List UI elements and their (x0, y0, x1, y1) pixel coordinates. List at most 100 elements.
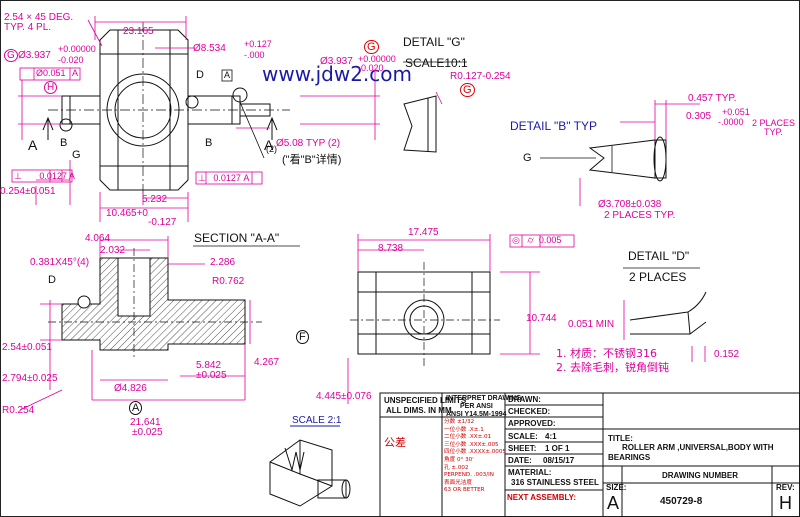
detail-b-places: 2 PLACES (752, 118, 796, 128)
right-dia-tol-minus: -0.020 (358, 63, 384, 73)
tb-size-value: A (607, 493, 620, 513)
tb-sheet-value: 1 OF 1 (545, 444, 570, 453)
tb-sheet-label: SHEET: (508, 444, 537, 453)
see-detail-b-note: ("看"B"详情) (282, 154, 342, 166)
fcf-top-right: ⊥ 0.0127 A (198, 173, 250, 183)
tb-size-label: SIZE: (606, 483, 627, 492)
tb-title-label: TITLE: (608, 434, 633, 443)
bore-dia-dim: Ø8.534 (193, 43, 226, 54)
tb-interpret-3: ANSI Y14.5M-1994 (446, 411, 507, 418)
sec-dim-4826: Ø4.826 (114, 383, 147, 394)
section-a-label-right: A (264, 137, 274, 153)
sec-dim-4267: 4.267 (254, 357, 280, 368)
watermark: www.jdw2.com (262, 62, 412, 86)
sec-label-a: A (129, 401, 143, 415)
section-a-label-left: A (28, 137, 38, 153)
detail-g-marker: G (460, 83, 475, 97)
label-b-right: B (205, 137, 213, 149)
tb-next-assembly: NEXT ASSEMBLY: (507, 493, 577, 502)
sec-dim-21641: 21.641 (130, 417, 161, 428)
sec-dim-2286: 2.286 (210, 257, 236, 268)
detail-g-geom (403, 61, 467, 153)
left-dia-tol-minus: -0.020 (58, 55, 84, 65)
bore-tol-minus: -.000 (244, 50, 265, 60)
section-a-a-geom (48, 245, 300, 360)
tb-tol-label: 公差 (384, 436, 406, 449)
detail-d-title: DETAIL "D" (628, 249, 690, 263)
note-2: (2) (266, 144, 277, 154)
dim-0254: 0.254±0.051 (0, 186, 56, 197)
right-dia-dim: Ø3.937 (320, 56, 353, 67)
label-d-top: D (196, 69, 204, 81)
right-dia-tol-plus: +0.00000 (358, 54, 396, 64)
detail-g-scale: SCALE10:1 (405, 56, 468, 70)
detail-b-geom (540, 136, 667, 182)
note-deburr: 2. 去除毛刺，锐角倒钝 (556, 361, 669, 374)
detail-b-fcf: ◎ ⌭ 0.005 (512, 235, 562, 245)
detail-b-dia: Ø3.708±0.038 (598, 199, 662, 210)
datum-a-box: A (224, 70, 231, 80)
detail-d-dim2: 0.152 (714, 349, 740, 360)
section-title: SECTION "A-A" (194, 231, 280, 245)
sec-dim-2032: 2.032 (100, 245, 126, 256)
detail-b-dim2-tol-plus: +0.051 (722, 107, 750, 117)
bore-tol-plus: +0.127 (244, 39, 272, 49)
tb-rev-value: H (779, 493, 792, 513)
tb-date-value: 08/15/17 (543, 456, 575, 465)
side-dim-height: 10.744 (526, 313, 557, 324)
tb-title-line1: ROLLER ARM ,UNIVERSAL,BODY WITH (622, 443, 774, 452)
chamfer-note-2: TYP. 4 PL. (4, 22, 52, 33)
sec-r0254: R0.254 (2, 405, 35, 416)
side-dim-4445: 4.445±0.076 (316, 391, 372, 402)
tb-approved: APPROVED: (508, 419, 556, 428)
dim-10465: 10.465+0 (106, 208, 148, 219)
tb-interpret-1: INTERPRET DRAWING (446, 395, 522, 402)
detail-g-title: DETAIL "G" (403, 35, 465, 49)
detail-d-dim1: 0.051 MIN (568, 319, 615, 330)
label-h: H (44, 81, 58, 94)
pin-dia-dim: Ø5.08 TYP (2) (276, 138, 341, 149)
detail-b-dim1: 0.457 TYP. (688, 93, 737, 104)
sec-dim-5842-tol: ±0.025 (196, 370, 227, 381)
detail-b-typ: TYP. (764, 127, 783, 137)
detail-b-title: DETAIL "B" TYP (510, 119, 597, 133)
label-g-top: G (72, 149, 81, 161)
label-g-right: G (364, 40, 379, 54)
detail-b-g: G (523, 152, 532, 164)
body-outline (99, 29, 189, 191)
sec-dim-2794: 2.794±0.025 (2, 373, 58, 384)
left-dia-tol-plus: +0.00000 (58, 44, 96, 54)
overall-width-dim: 23.165 (123, 26, 154, 37)
label-b-left: B (60, 137, 68, 149)
tb-title-line2: BEARINGS (608, 453, 651, 462)
sec-r0762: R0.762 (212, 276, 245, 287)
detail-b-dim2-tol-minus: -.0000 (718, 117, 744, 127)
sec-dim-5842: 5.842 (196, 360, 222, 371)
sec-label-f: F (296, 330, 309, 344)
side-dim-half: 8.738 (378, 243, 404, 254)
detail-b-dim2: 0.305 (686, 111, 712, 122)
dim-5232: 5.232 (142, 194, 168, 205)
sec-dim-254: 2.54±0.051 (2, 342, 52, 353)
detail-b-dia-note: 2 PLACES TYP. (604, 210, 676, 221)
tb-drawn: DRAWN: (508, 395, 541, 404)
note-material: 1. 材质：不锈钢316 (556, 347, 657, 360)
tb-units-2: ALL DIMS. IN MM (386, 406, 452, 415)
detail-d-places: 2 PLACES (629, 270, 687, 284)
detail-g-radius: R0.127-0.254 (450, 71, 511, 82)
tb-scale-label: SCALE: (508, 432, 538, 441)
top-view-dims (11, 16, 380, 222)
sec-dim-4064: 4.064 (85, 233, 111, 244)
side-dim-width: 17.475 (408, 227, 439, 238)
label-g-left: G (4, 49, 18, 62)
tb-units-1: UNSPECIFIED LIMITS (384, 396, 467, 405)
flatness-datum: A (72, 68, 79, 78)
sec-dim-21641-tol: ±0.025 (132, 427, 163, 438)
iso-view-geom (269, 425, 351, 507)
detail-d-geom (623, 267, 707, 335)
top-view (42, 22, 290, 200)
tb-material-value: 316 STAINLESS STEEL (511, 478, 599, 487)
side-view-geom (350, 262, 500, 366)
